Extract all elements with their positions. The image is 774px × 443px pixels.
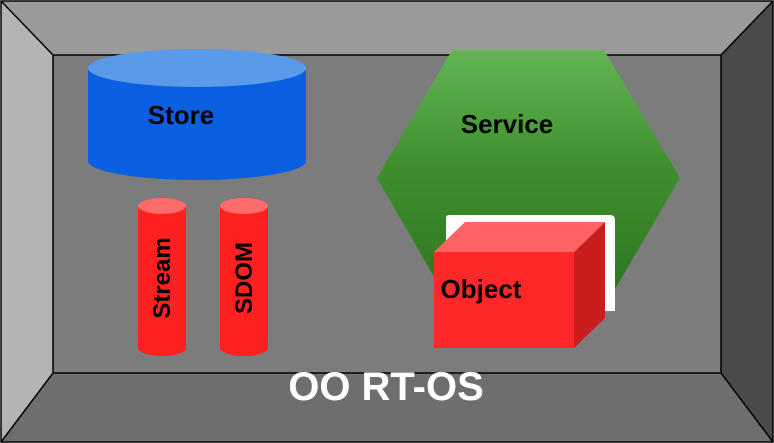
frame-bevel-left [1,1,53,442]
sdom-label: SDOM [231,242,258,314]
object-cube-front [434,252,574,348]
store-cylinder: Store [88,49,306,180]
object-cube-side [574,222,605,348]
frame-bevel-right [721,1,773,442]
object-cube-top [434,222,605,252]
object-cube: Object [434,215,615,348]
service-label: Service [461,109,554,139]
sdom-cylinder: SDOM [220,198,268,356]
object-label: Object [441,274,522,304]
store-label: Store [148,100,214,130]
frame-bevel-bottom [1,373,773,442]
stream-label: Stream [149,237,176,318]
os-title: OO RT-OS [288,365,484,409]
stream-cylinder: Stream [138,198,186,356]
frame-bevel-top [1,1,773,55]
